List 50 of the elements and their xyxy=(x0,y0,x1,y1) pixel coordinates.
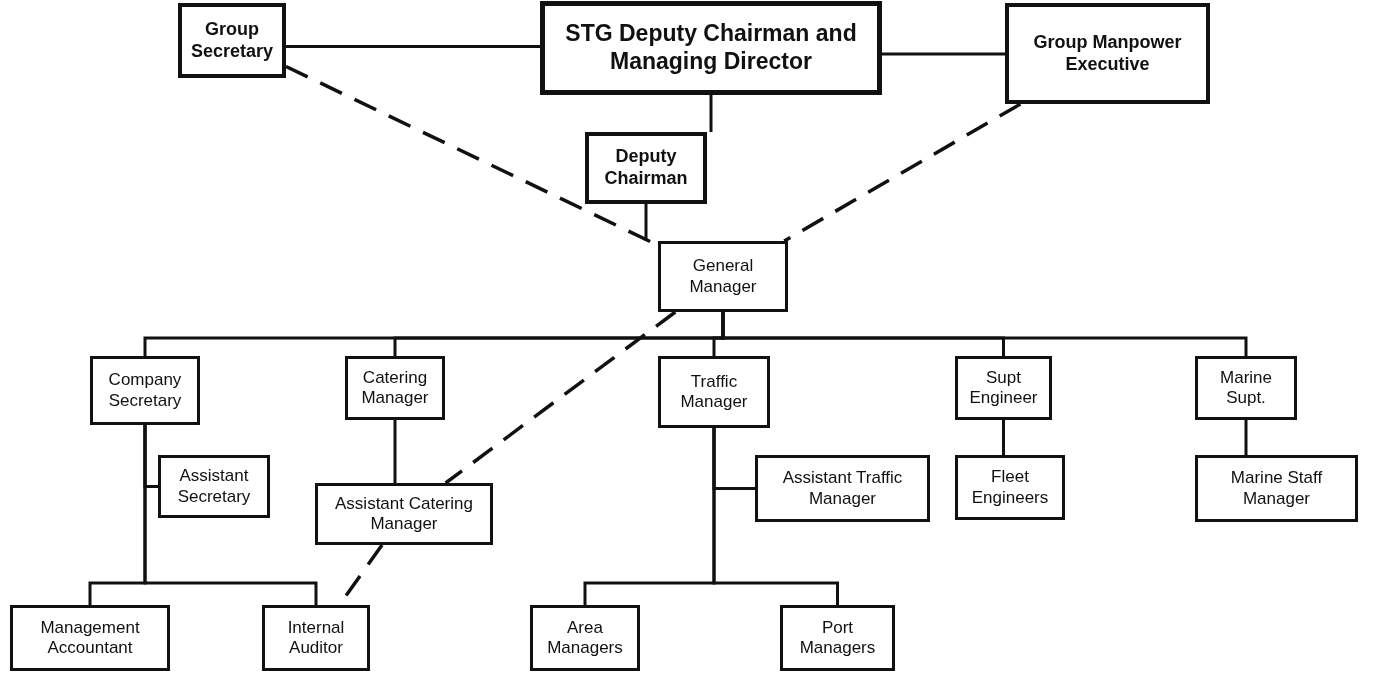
connector-line xyxy=(1244,420,1248,455)
position-box xyxy=(780,605,895,671)
position-title: General Manager xyxy=(688,256,758,297)
position-box xyxy=(955,455,1065,520)
position-box xyxy=(178,3,286,78)
connector-line xyxy=(644,204,648,241)
position-title: Assistant Traffic Manager xyxy=(781,468,904,509)
position-title: Assistant Secretary xyxy=(176,466,252,507)
position-title: Deputy Chairman xyxy=(603,146,689,190)
position-title: Internal Auditor xyxy=(286,617,346,659)
position-box xyxy=(315,483,493,545)
position-title: Marine Supt. xyxy=(1219,367,1273,409)
connector-line xyxy=(143,425,318,605)
position-box xyxy=(1195,356,1297,420)
dashed-connector xyxy=(444,310,677,485)
position-title: Port Managers xyxy=(798,617,877,659)
position-box xyxy=(755,455,930,522)
position-box xyxy=(345,356,445,420)
position-box xyxy=(262,605,370,671)
connector-line xyxy=(712,428,839,605)
position-title: STG Deputy Chairman and Managing Director xyxy=(564,20,858,76)
connector-line xyxy=(709,95,713,132)
position-box xyxy=(658,241,788,312)
position-title: Traffic Manager xyxy=(679,371,749,413)
position-box xyxy=(530,605,640,671)
position-title: Group Manpower Executive xyxy=(1032,31,1183,76)
position-box xyxy=(158,455,270,518)
dashed-connector xyxy=(783,102,1022,243)
position-box xyxy=(1005,3,1210,104)
position-title: Management Accountant xyxy=(39,617,141,659)
position-box xyxy=(90,356,200,425)
position-title: Catering Manager xyxy=(360,367,430,409)
connector-line xyxy=(1002,420,1005,455)
position-title: Supt Engineer xyxy=(968,367,1039,409)
position-box xyxy=(585,132,707,204)
position-box xyxy=(10,605,170,671)
position-box xyxy=(955,356,1052,420)
position-title: Assistant Catering Manager xyxy=(334,493,474,535)
position-title: Company Secretary xyxy=(107,370,183,411)
position-box xyxy=(540,1,882,95)
position-title: Area Managers xyxy=(546,617,624,659)
position-box xyxy=(1195,455,1358,522)
position-title: Group Secretary xyxy=(189,18,275,63)
connector-line xyxy=(882,52,1005,56)
position-title: Fleet Engineers xyxy=(970,467,1050,508)
connector-line xyxy=(721,312,1248,356)
connector-line xyxy=(393,420,397,483)
position-box xyxy=(658,356,770,428)
position-title: Marine Staff Manager xyxy=(1229,468,1324,509)
connector-line xyxy=(286,45,540,48)
